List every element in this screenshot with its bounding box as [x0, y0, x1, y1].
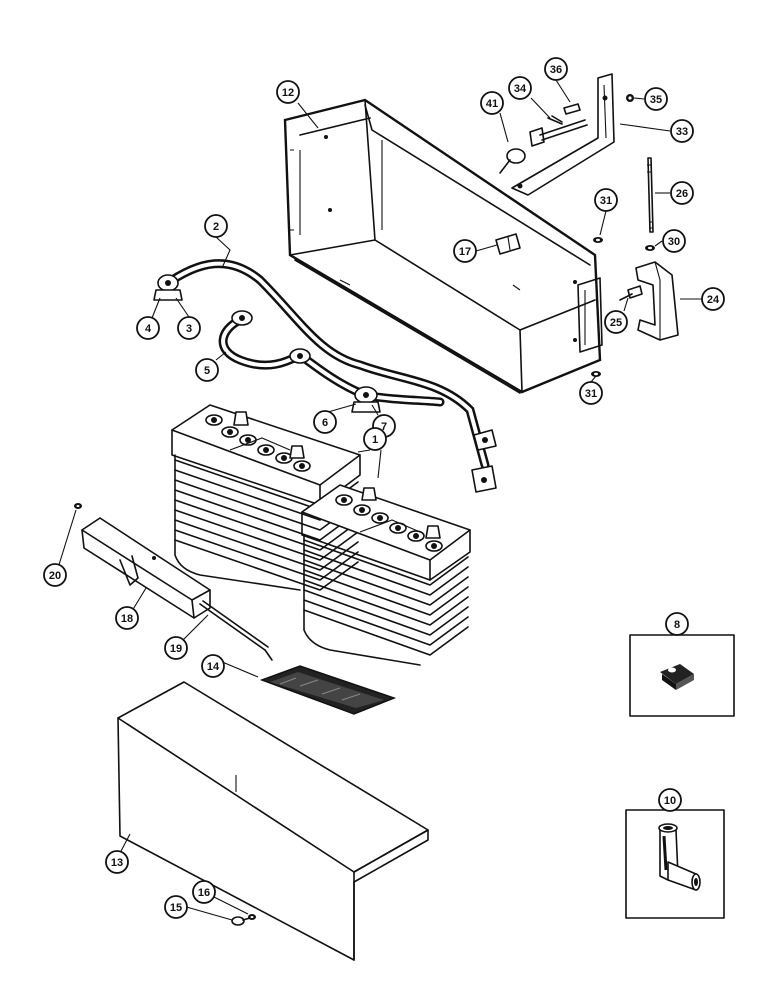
callout-20: 20 [43, 563, 67, 587]
svg-text:25: 25 [610, 317, 622, 329]
callout-5: 5 [195, 358, 219, 382]
callout-26: 26 [670, 181, 694, 205]
svg-text:34: 34 [514, 83, 527, 95]
battery-cover [117, 681, 429, 961]
callout-13: 13 [105, 850, 129, 874]
cover-screw [231, 914, 256, 926]
svg-text:19: 19 [170, 643, 182, 655]
svg-text:16: 16 [198, 887, 210, 899]
leader-lines [57, 79, 702, 921]
callout-33: 33 [670, 119, 694, 143]
svg-text:6: 6 [322, 417, 328, 429]
callout-35: 35 [644, 87, 668, 111]
callout-3: 3 [177, 316, 201, 340]
cable-clip [495, 233, 521, 255]
svg-text:7: 7 [381, 421, 387, 433]
hold-down-bracket [511, 73, 615, 196]
callout-14: 14 [201, 654, 225, 678]
callout-25: 25 [604, 310, 628, 334]
callout-34: 34 [508, 76, 532, 100]
battery-right [301, 484, 471, 666]
svg-text:41: 41 [486, 98, 498, 110]
callout-31-upper: 31 [594, 188, 618, 212]
callout-18: 18 [115, 606, 139, 630]
callout-30: 30 [662, 229, 686, 253]
callout-19: 19 [164, 636, 188, 660]
svg-text:14: 14 [207, 661, 220, 673]
svg-text:30: 30 [668, 236, 680, 248]
svg-text:36: 36 [550, 64, 562, 76]
svg-text:10: 10 [664, 795, 676, 807]
svg-text:33: 33 [676, 126, 688, 138]
svg-text:4: 4 [145, 323, 152, 335]
svg-text:8: 8 [674, 619, 680, 631]
svg-text:31: 31 [585, 388, 597, 400]
hold-down-rod [591, 157, 655, 377]
svg-text:17: 17 [459, 246, 471, 258]
svg-text:31: 31 [600, 195, 612, 207]
callout-8: 8 [665, 612, 689, 636]
callout-12: 12 [276, 80, 300, 104]
callout-2: 2 [204, 214, 228, 238]
detail-box-10 [625, 809, 725, 919]
svg-text:1: 1 [372, 434, 378, 446]
svg-text:2: 2 [213, 221, 219, 233]
battery-box [283, 98, 603, 394]
battery-mat [259, 665, 397, 715]
svg-text:35: 35 [650, 94, 662, 106]
svg-text:13: 13 [111, 857, 123, 869]
svg-text:20: 20 [49, 570, 61, 582]
mounting-bracket [619, 261, 679, 341]
svg-text:12: 12 [282, 87, 294, 99]
svg-text:24: 24 [707, 294, 720, 306]
callout-16: 16 [192, 880, 216, 904]
callout-15: 15 [164, 895, 188, 919]
svg-text:15: 15 [170, 902, 182, 914]
svg-text:5: 5 [204, 365, 210, 377]
battery-cables [153, 259, 497, 493]
callout-17: 17 [453, 239, 477, 263]
svg-text:3: 3 [186, 323, 192, 335]
svg-text:18: 18 [121, 613, 133, 625]
callout-1: 1 [363, 427, 387, 451]
callout-10: 10 [658, 788, 682, 812]
callout-24: 24 [701, 287, 725, 311]
callout-4: 4 [136, 316, 160, 340]
callout-36: 36 [544, 57, 568, 81]
callout-6: 6 [313, 410, 337, 434]
detail-box-8 [629, 634, 735, 717]
bolts-and-pin [499, 94, 634, 174]
callout-31-lower: 31 [579, 381, 603, 405]
battery-hold-down-brace [74, 503, 273, 661]
svg-text:26: 26 [676, 188, 688, 200]
callout-41: 41 [480, 91, 504, 115]
